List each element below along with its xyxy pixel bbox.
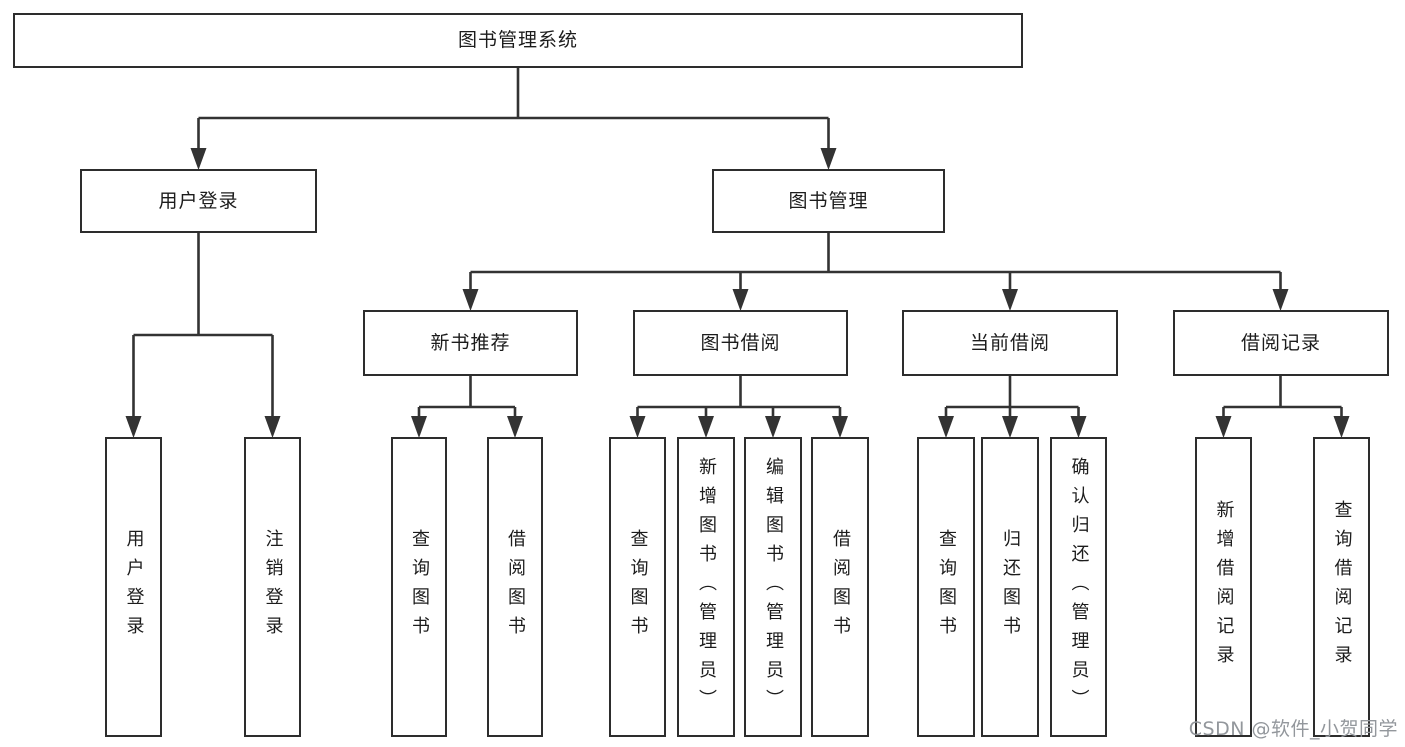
node-root: 图书管理系统: [13, 13, 1023, 68]
leaf-borrow-books-recommend: 借阅图书: [487, 437, 543, 737]
leaf-query-books-recommend: 查询图书: [391, 437, 447, 737]
node-book-borrowing: 图书借阅: [633, 310, 848, 376]
leaf-confirm-return-admin: 确认归还（管理员）: [1050, 437, 1107, 737]
leaf-query-books-borrow: 查询图书: [609, 437, 666, 737]
node-book-management: 图书管理: [712, 169, 945, 233]
leaf-borrow-books: 借阅图书: [811, 437, 869, 737]
leaf-query-books-current: 查询图书: [917, 437, 975, 737]
node-new-book-recommendation: 新书推荐: [363, 310, 578, 376]
node-borrowing-records: 借阅记录: [1173, 310, 1389, 376]
leaf-edit-book-admin: 编辑图书（管理员）: [744, 437, 802, 737]
leaf-logout-login: 注销登录: [244, 437, 301, 737]
leaf-user-login: 用户登录: [105, 437, 162, 737]
node-user-login: 用户登录: [80, 169, 317, 233]
leaf-add-borrow-record: 新增借阅记录: [1195, 437, 1252, 737]
node-current-borrowing: 当前借阅: [902, 310, 1118, 376]
watermark: CSDN @软件_小贺同学: [1188, 718, 1398, 740]
leaf-return-books: 归还图书: [981, 437, 1039, 737]
leaf-query-borrow-record: 查询借阅记录: [1313, 437, 1370, 737]
leaf-add-book-admin: 新增图书（管理员）: [677, 437, 735, 737]
